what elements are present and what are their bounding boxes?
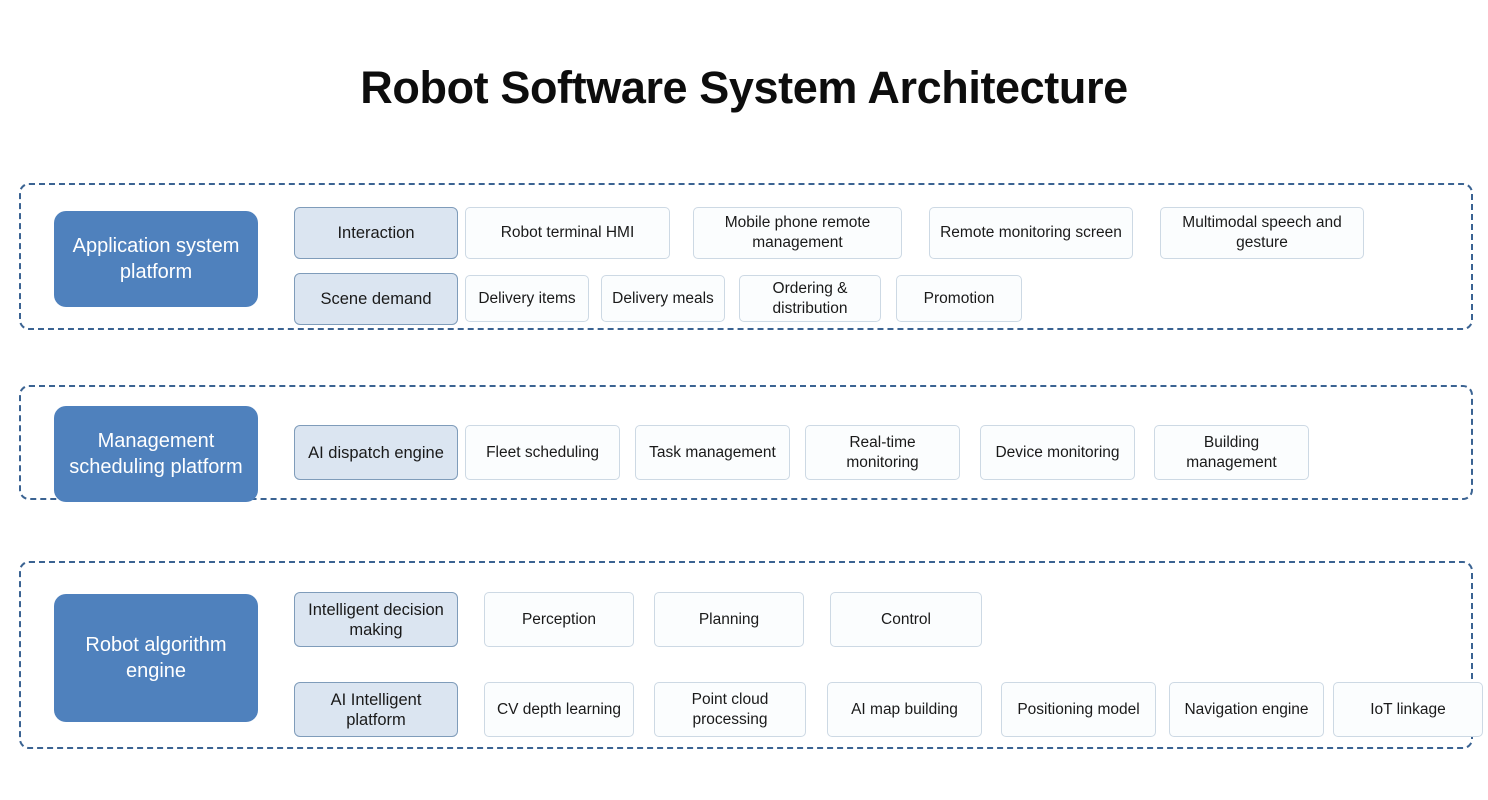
node-delivery-meals[interactable]: Delivery meals xyxy=(601,275,725,322)
node-fleet-scheduling[interactable]: Fleet scheduling xyxy=(465,425,620,480)
band-management-scheduling-platform: Management scheduling platform AI dispat… xyxy=(19,385,1473,502)
node-delivery-items[interactable]: Delivery items xyxy=(465,275,589,322)
accent-node-intelligent-decision-making[interactable]: Intelligent decision making xyxy=(294,592,458,647)
node-positioning-model[interactable]: Positioning model xyxy=(1001,682,1156,737)
band-label-application-system-platform: Application system platform xyxy=(54,211,258,307)
node-control[interactable]: Control xyxy=(830,592,982,647)
node-building-management[interactable]: Building management xyxy=(1154,425,1309,480)
accent-node-interaction[interactable]: Interaction xyxy=(294,207,458,259)
node-mobile-phone-remote-management[interactable]: Mobile phone remote management xyxy=(693,207,902,259)
node-perception[interactable]: Perception xyxy=(484,592,634,647)
accent-node-ai-dispatch-engine[interactable]: AI dispatch engine xyxy=(294,425,458,480)
node-ordering-and-distribution[interactable]: Ordering & distribution xyxy=(739,275,881,322)
node-real-time-monitoring[interactable]: Real-time monitoring xyxy=(805,425,960,480)
node-navigation-engine[interactable]: Navigation engine xyxy=(1169,682,1324,737)
node-device-monitoring[interactable]: Device monitoring xyxy=(980,425,1135,480)
node-promotion[interactable]: Promotion xyxy=(896,275,1022,322)
page-title: Robot Software System Architecture xyxy=(360,62,1128,113)
node-remote-monitoring-screen[interactable]: Remote monitoring screen xyxy=(929,207,1133,259)
node-multimodal-speech-and-gesture[interactable]: Multimodal speech and gesture xyxy=(1160,207,1364,259)
band-robot-algorithm-engine: Robot algorithm engine Intelligent decis… xyxy=(19,561,1483,749)
node-ai-map-building[interactable]: AI map building xyxy=(827,682,982,737)
band-application-system-platform: Application system platform Interaction … xyxy=(19,183,1473,330)
node-cv-depth-learning[interactable]: CV depth learning xyxy=(484,682,634,737)
accent-node-ai-intelligent-platform[interactable]: AI Intelligent platform xyxy=(294,682,458,737)
accent-node-scene-demand[interactable]: Scene demand xyxy=(294,273,458,325)
band-label-robot-algorithm-engine: Robot algorithm engine xyxy=(54,594,258,722)
band-label-management-scheduling-platform: Management scheduling platform xyxy=(54,406,258,502)
node-iot-linkage[interactable]: IoT linkage xyxy=(1333,682,1483,737)
node-point-cloud-processing[interactable]: Point cloud processing xyxy=(654,682,806,737)
node-robot-terminal-hmi[interactable]: Robot terminal HMI xyxy=(465,207,670,259)
node-task-management[interactable]: Task management xyxy=(635,425,790,480)
node-planning[interactable]: Planning xyxy=(654,592,804,647)
